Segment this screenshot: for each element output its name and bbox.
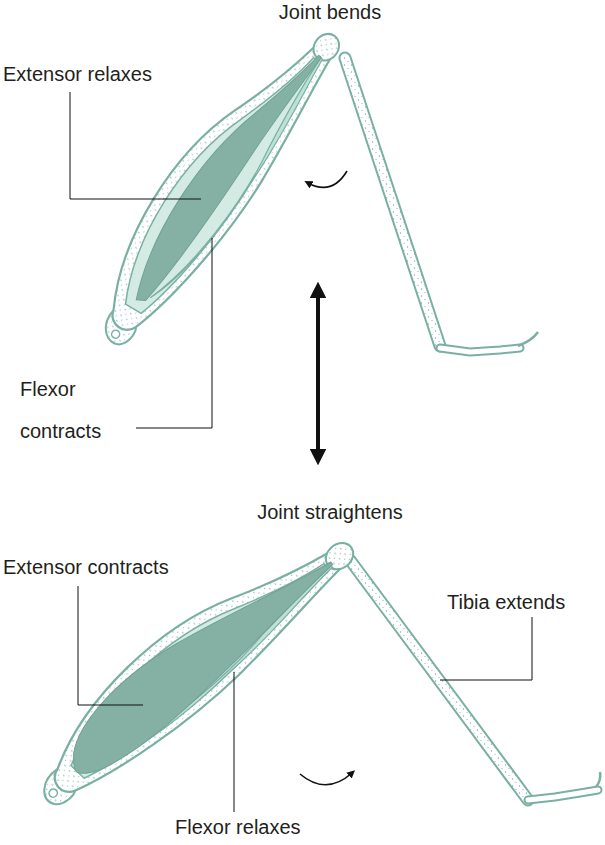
panel-heading: Joint bends (279, 0, 381, 24)
leader-lines (70, 92, 532, 812)
part-label: Tibia extends (447, 590, 565, 614)
muscle-label: Flexor contracts (20, 368, 132, 452)
leg-bent (69, 6, 538, 357)
panel-heading: Joint straightens (257, 500, 403, 524)
muscle-label: Flexor relaxes (175, 815, 301, 839)
muscle-label: Extensor contracts (3, 555, 169, 579)
muscle-label: Extensor relaxes (3, 62, 152, 86)
leg-straight (14, 509, 601, 821)
transition-arrow (316, 290, 320, 457)
